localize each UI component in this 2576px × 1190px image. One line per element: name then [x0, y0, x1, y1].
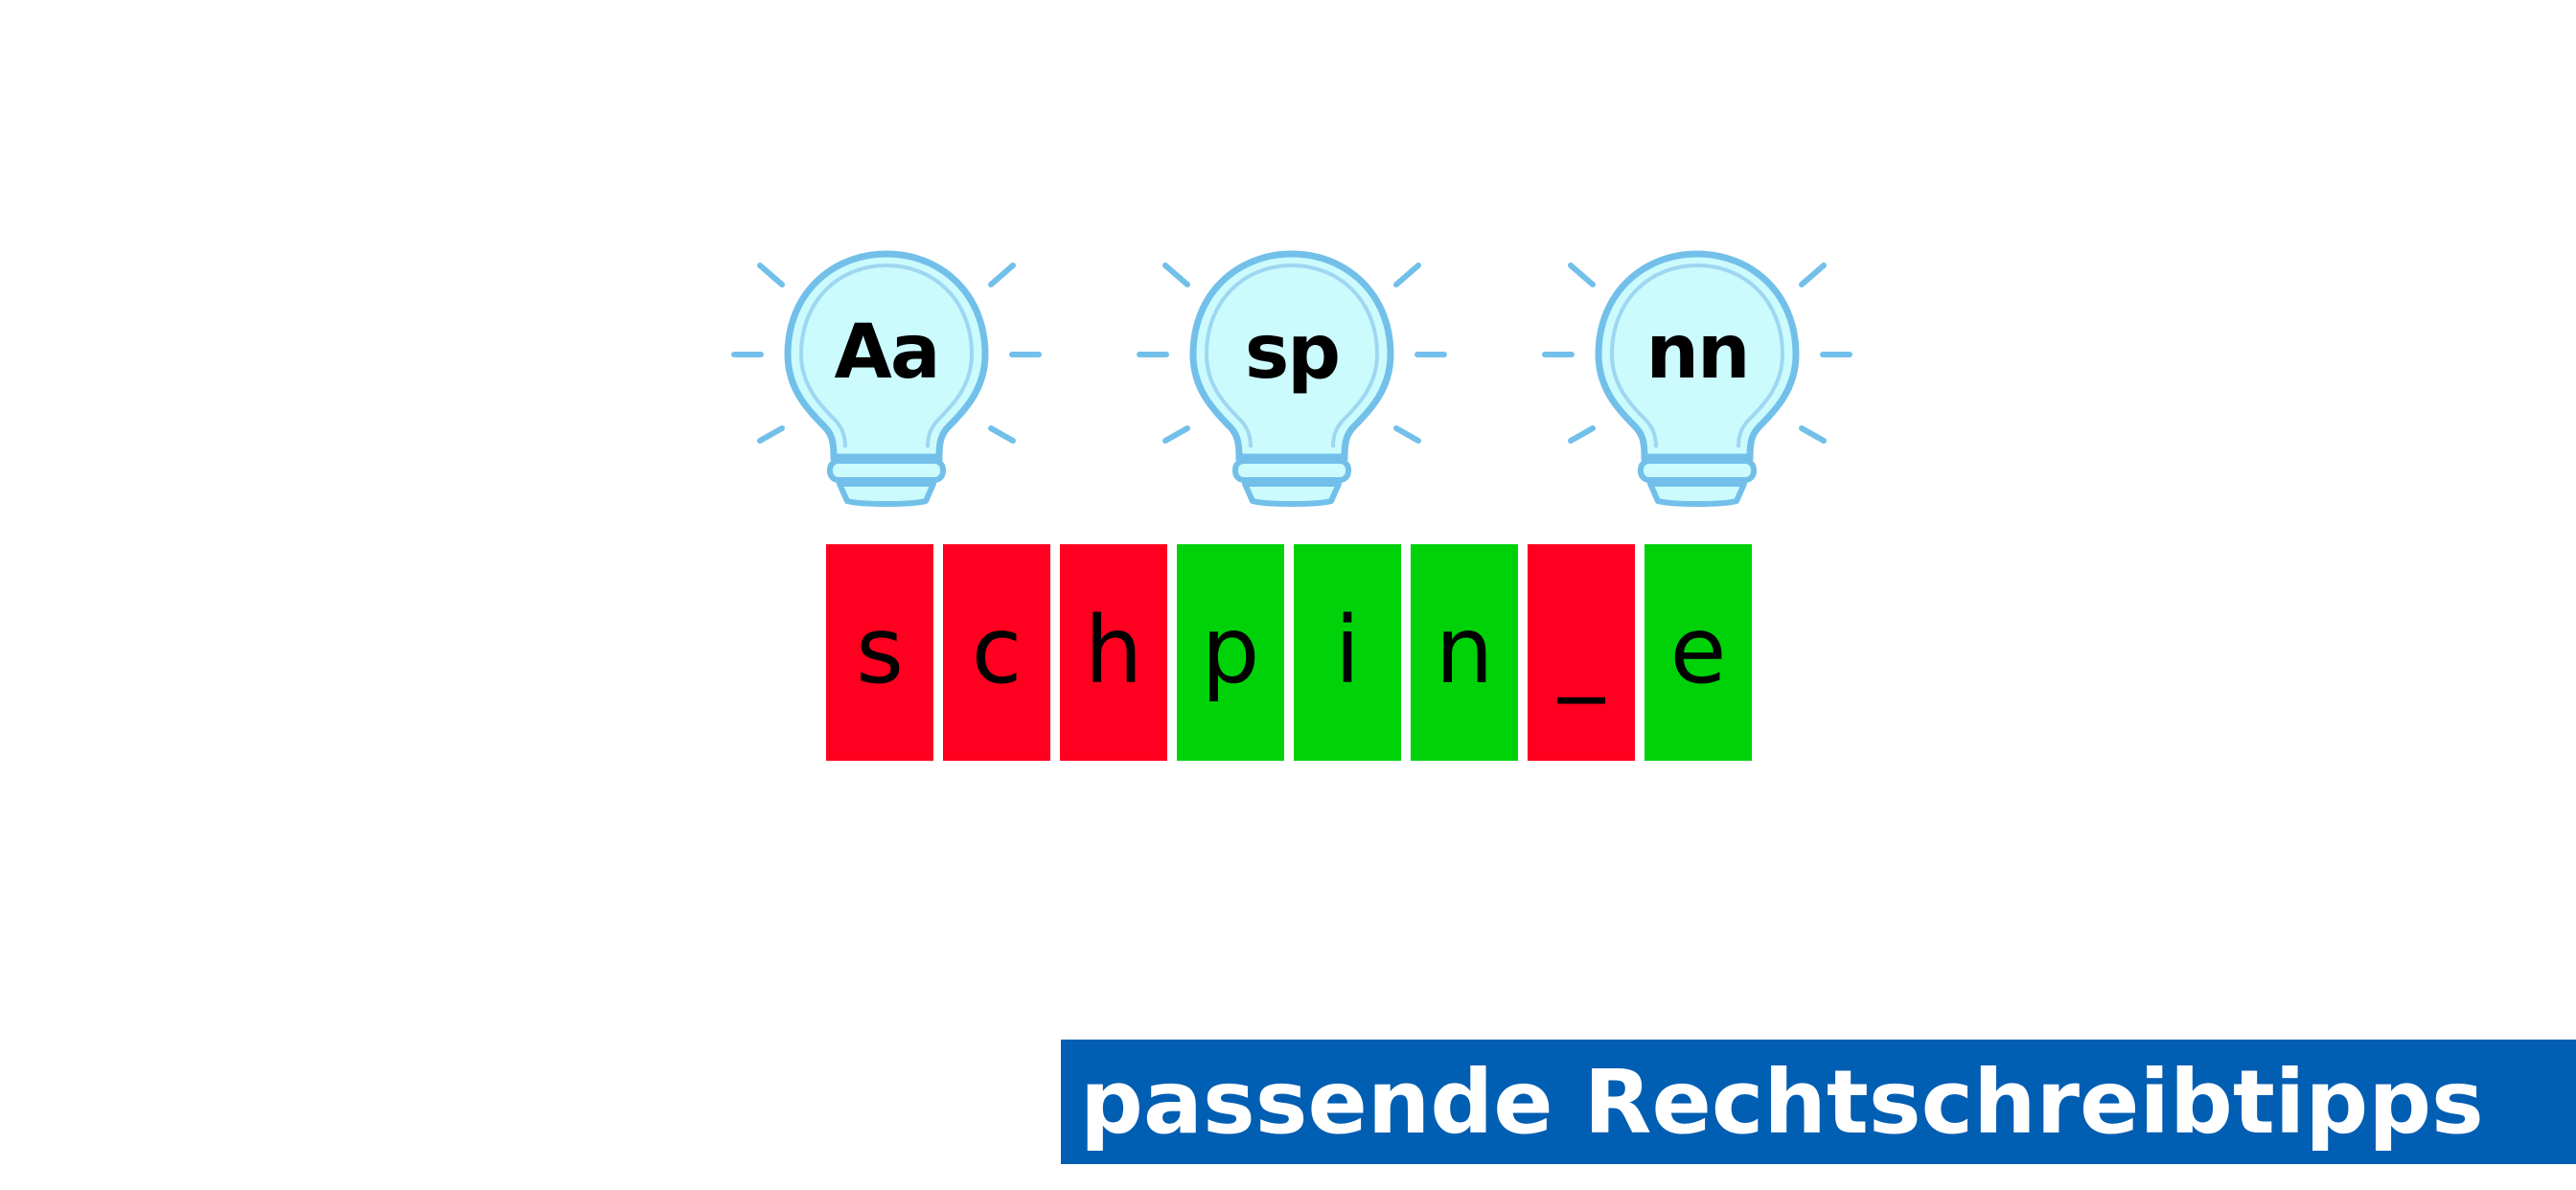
letter-char: _	[1558, 597, 1604, 704]
letter-tile-p: p	[1177, 544, 1284, 761]
caption-text: passende Rechtschreibtipps	[1080, 1050, 2484, 1154]
letter-tiles: s c h p i n _ e	[826, 544, 1761, 761]
caption-banner: passende Rechtschreibtipps	[1061, 1040, 2576, 1164]
letter-char: e	[1669, 597, 1727, 704]
lightbulb-icon	[731, 250, 1042, 507]
lightbulb-nn: nn	[1539, 244, 1855, 513]
letter-char: i	[1334, 597, 1361, 704]
lightbulb-sp: sp	[1134, 244, 1450, 513]
letter-tile-h: h	[1060, 544, 1167, 761]
letter-char: c	[971, 597, 1023, 704]
letter-char: s	[855, 597, 904, 704]
letter-tile-s: s	[826, 544, 933, 761]
letter-char: p	[1201, 597, 1260, 704]
bulb-label: sp	[1244, 309, 1341, 396]
letter-char: n	[1435, 597, 1494, 704]
lightbulb-icon	[1542, 250, 1852, 507]
letter-char: h	[1084, 597, 1143, 704]
letter-tile-i: i	[1294, 544, 1401, 761]
lightbulb-icon	[1137, 250, 1447, 507]
letter-tile-n: n	[1411, 544, 1518, 761]
bulb-label: Aa	[834, 309, 940, 396]
letter-tile-e: e	[1644, 544, 1752, 761]
bulb-label: nn	[1645, 309, 1750, 396]
lightbulb-aa: Aa	[728, 244, 1045, 513]
letter-tile-c: c	[943, 544, 1050, 761]
letter-tile-blank: _	[1528, 544, 1635, 761]
